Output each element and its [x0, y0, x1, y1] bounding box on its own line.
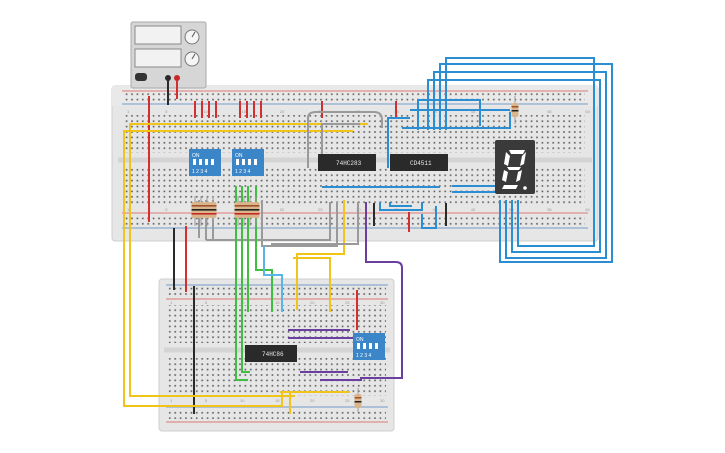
column-label: 10 — [240, 398, 245, 403]
wire-gray[interactable] — [261, 200, 338, 247]
column-label: 60 — [585, 207, 590, 212]
wire-blue[interactable] — [402, 112, 511, 129]
dip-switch-numbers: 1 2 3 4 — [356, 353, 372, 359]
wire-blue[interactable] — [387, 117, 410, 168]
column-label: 10 — [203, 109, 208, 114]
column-label: 1 — [127, 109, 130, 114]
resistor[interactable] — [203, 196, 211, 226]
chip-label: CD4511 — [410, 160, 432, 167]
wire-blue[interactable] — [379, 202, 423, 211]
wire-purple[interactable] — [300, 371, 362, 381]
resistor[interactable] — [354, 388, 362, 412]
wire-gray[interactable] — [321, 123, 360, 168]
resistor[interactable] — [197, 196, 205, 226]
resistor[interactable] — [511, 96, 519, 124]
column-label: 5 — [165, 109, 168, 114]
wire-blue[interactable] — [445, 57, 595, 247]
resistors[interactable] — [191, 96, 519, 412]
column-label: 1 — [170, 398, 173, 403]
column-label: 60 — [585, 109, 590, 114]
dip-switch-3[interactable]: ON 1 2 3 4 — [353, 333, 385, 360]
dip-switch-on-label: ON — [235, 153, 243, 159]
wire-blue[interactable] — [421, 206, 437, 229]
resistor[interactable] — [252, 196, 260, 226]
positive-terminal[interactable] — [174, 75, 180, 81]
column-label: 45 — [471, 207, 476, 212]
power-switch[interactable] — [135, 73, 147, 81]
dip-switch-numbers: 1 2 3 4 — [235, 169, 251, 175]
dip-switch-on-label: ON — [192, 153, 200, 159]
chip-label: 74HC86 — [262, 351, 284, 358]
wire-blue[interactable] — [433, 71, 607, 259]
dip-switch-1[interactable]: ON 1 2 3 4 — [189, 149, 221, 176]
voltage-display — [134, 25, 182, 45]
wire-blue[interactable] — [439, 63, 613, 263]
resistor[interactable] — [209, 196, 217, 226]
wires[interactable] — [123, 57, 613, 414]
column-label: 20 — [280, 207, 285, 212]
wire-yellow[interactable] — [129, 123, 368, 397]
resistor[interactable] — [191, 196, 199, 226]
column-label: 35 — [394, 109, 399, 114]
dip-switch-on-label: ON — [356, 337, 364, 343]
wire-purple[interactable] — [288, 329, 356, 339]
chip-74hc283[interactable]: 74HC283 — [318, 154, 376, 171]
chip-74hc86[interactable]: 74HC86 — [245, 345, 297, 362]
column-label: 55 — [547, 207, 552, 212]
column-label: 30 — [380, 398, 385, 403]
wire-purple[interactable] — [360, 202, 403, 379]
column-label: 45 — [471, 109, 476, 114]
column-label: 1 — [170, 300, 173, 305]
wire-red[interactable] — [239, 101, 262, 118]
seven-segment-display[interactable] — [495, 140, 535, 194]
wire-blue[interactable] — [389, 202, 412, 207]
resistor[interactable] — [240, 196, 248, 226]
power-supply[interactable] — [130, 21, 207, 89]
wire-black[interactable] — [373, 203, 447, 226]
wire-blue[interactable] — [322, 109, 510, 188]
seven-segment-digit-icon — [502, 150, 527, 190]
wire-yellow[interactable] — [293, 257, 331, 312]
chip-cd4511[interactable]: CD4511 — [390, 154, 448, 171]
wire-red[interactable] — [194, 101, 217, 118]
column-label: 20 — [310, 300, 315, 305]
negative-terminal[interactable] — [165, 75, 171, 81]
wire-gray[interactable] — [307, 111, 383, 168]
column-label: 20 — [310, 398, 315, 403]
column-label: 15 — [242, 109, 247, 114]
column-label: 25 — [318, 207, 323, 212]
wire-green[interactable] — [241, 186, 250, 373]
chip-label: 74HC283 — [336, 160, 362, 167]
column-label: 30 — [380, 300, 385, 305]
column-label: 15 — [275, 300, 280, 305]
column-label: 5 — [205, 398, 208, 403]
wire-red[interactable] — [321, 101, 397, 118]
wire-yellow[interactable] — [123, 130, 353, 407]
column-label: 1 — [127, 207, 130, 212]
resistor[interactable] — [234, 196, 242, 226]
column-label: 25 — [345, 300, 350, 305]
column-label: 25 — [345, 398, 350, 403]
column-label: 15 — [275, 398, 280, 403]
column-label: 5 — [205, 300, 208, 305]
column-label: 40 — [433, 109, 438, 114]
wire-green[interactable] — [235, 186, 248, 381]
wire-light-blue[interactable] — [263, 246, 283, 312]
wire-blue[interactable] — [417, 99, 481, 130]
dip-switch-numbers: 1 2 3 4 — [192, 169, 208, 175]
dip-switch-2[interactable]: ON 1 2 3 4 — [232, 149, 264, 176]
current-display — [134, 48, 182, 68]
wire-yellow[interactable] — [296, 200, 345, 310]
column-label: 55 — [547, 109, 552, 114]
wire-blue[interactable] — [427, 79, 601, 253]
column-label: 5 — [165, 207, 168, 212]
resistor[interactable] — [246, 196, 254, 226]
column-label: 20 — [280, 109, 285, 114]
wire-gray[interactable] — [271, 202, 359, 245]
